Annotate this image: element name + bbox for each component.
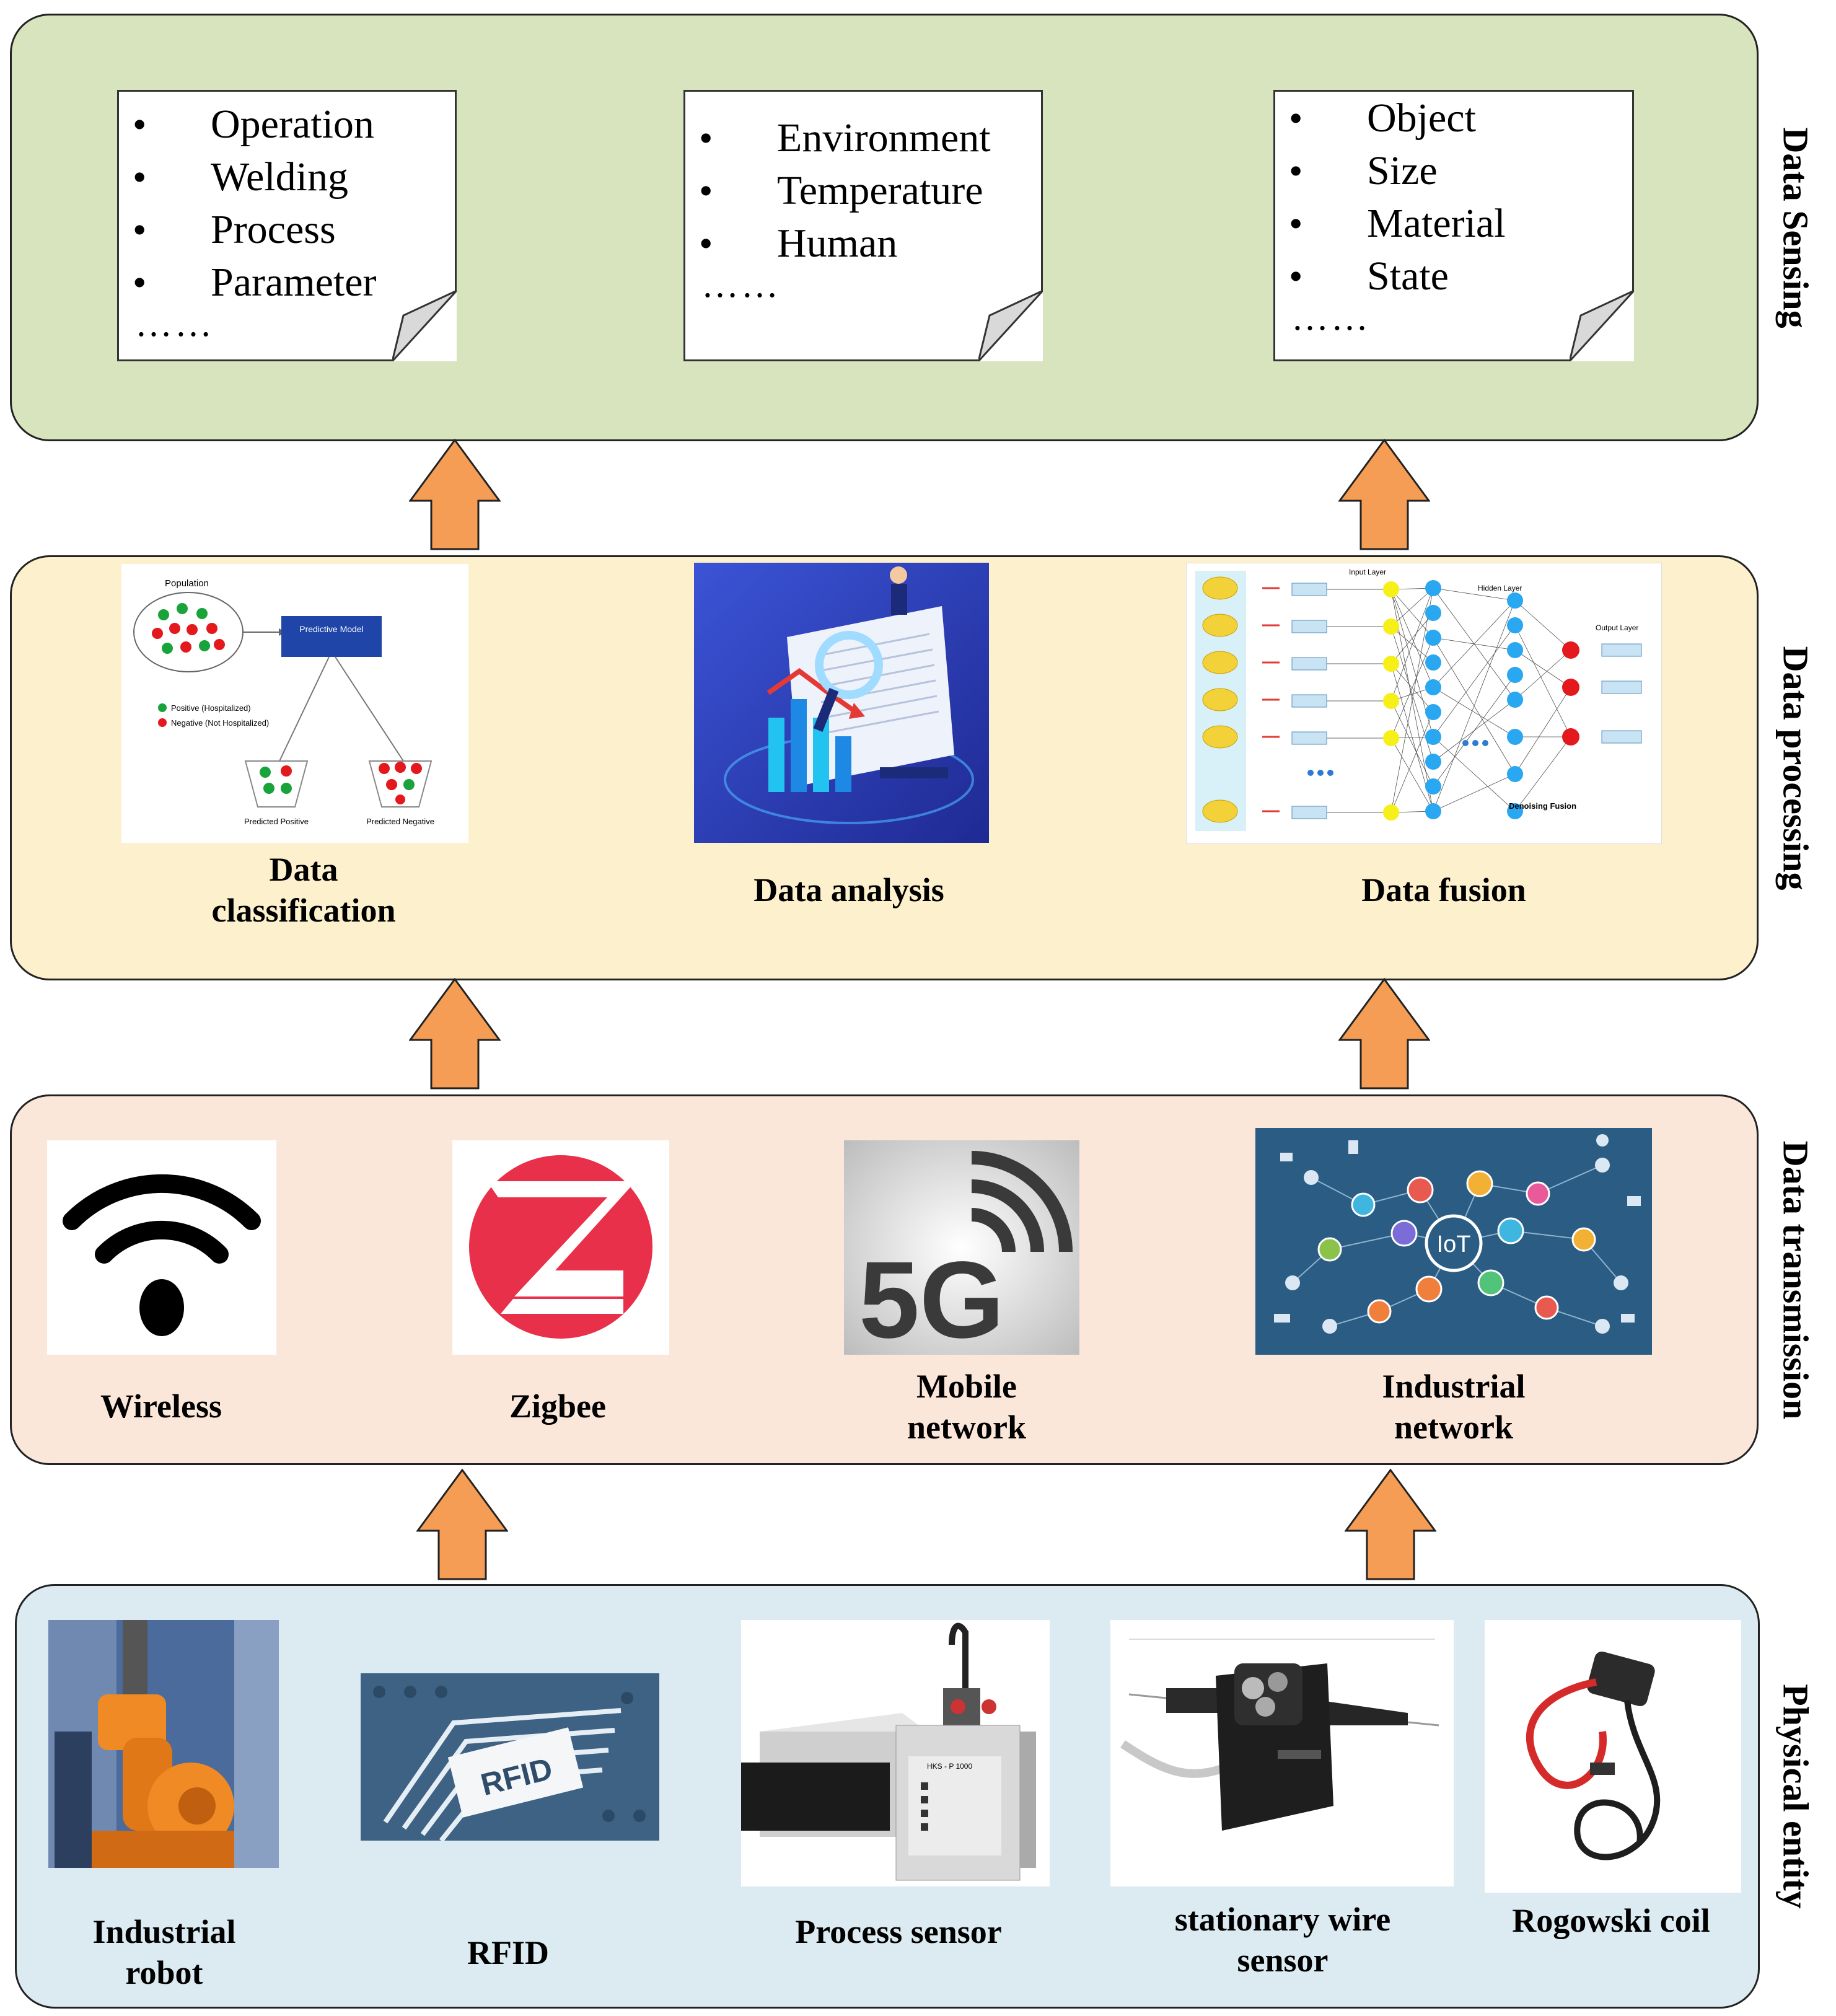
caption-industrial-robot: Industrial robot [92,1913,236,1991]
predicted-positive-label: Predicted Positive [244,817,309,826]
up-arrow-icon [1345,1469,1436,1580]
layer-label-data-processing: Data processing [1775,646,1816,890]
industrial-robot-image [48,1620,279,1868]
up-arrow-icon [409,978,501,1089]
sensing-note-operation: Operation Welding Process Parameter …… [117,90,457,361]
note-item: Material [1275,197,1632,250]
page-fold-icon [1570,291,1634,361]
caption-data-analysis: Data analysis [753,871,944,909]
note-item: State [1275,250,1632,302]
note-item: Human [685,217,1041,270]
caption-industrial-network: Industrial network [1382,1368,1526,1446]
caption-zigbee: Zigbee [509,1388,606,1425]
rfid-tag-image: RFID [361,1673,659,1841]
iot-text: IoT [1437,1231,1471,1257]
caption-data-classification: Data classification [211,851,396,929]
positive-legend: Positive (Hospitalized) [171,703,251,713]
layer-label-data-transmission: Data transmission [1775,1140,1816,1419]
population-label: Population [165,578,209,589]
negative-legend: Negative (Not Hospitalized) [171,718,269,728]
process-sensor-image: HKS - P 1000 [741,1620,1050,1886]
caption-mobile-network: Mobile network [907,1368,1026,1446]
iot-network-icon: IoT [1255,1128,1652,1355]
data-sensing-layer: Operation Welding Process Parameter …… E… [10,14,1759,441]
wifi-icon [47,1140,276,1355]
layer-label-physical-entity: Physical entity [1775,1684,1816,1909]
note-item: Temperature [685,164,1041,217]
5g-text: 5G [859,1239,1004,1355]
caption-process-sensor: Process sensor [795,1913,1002,1950]
neural-network-image: Input Layer Hidden Layer Output Layer De… [1186,563,1662,844]
input-layer-label: Input Layer [1349,568,1386,576]
caption-stationary-wire-sensor: stationary wire sensor [1174,1901,1391,1979]
caption-rogowski-coil: Rogowski coil [1512,1902,1710,1939]
caption-data-fusion: Data fusion [1361,871,1526,909]
sensing-note-environment: Environment Temperature Human …… [683,90,1043,361]
classification-chart-image: Population Predictive Model Positive (Ho… [121,564,468,843]
page-fold-icon [978,291,1043,361]
process-sensor-model-text: HKS - P 1000 [927,1762,972,1771]
note-item: Size [1275,144,1632,197]
predictive-model-label: Predictive Model [299,624,364,634]
zigbee-logo-icon [452,1140,669,1355]
note-item: Parameter [119,256,455,309]
caption-rfid: RFID [467,1934,549,1971]
5g-icon: 5G [844,1140,1079,1355]
analytics-illustration-image [694,563,989,843]
note-ellipsis: …… [135,303,214,344]
predicted-negative-label: Predicted Negative [366,817,434,826]
hidden-layer-label: Hidden Layer [1478,584,1522,592]
note-item: Environment [685,112,1041,164]
rogowski-coil-image [1485,1620,1741,1893]
up-arrow-icon [1338,439,1430,550]
note-ellipsis: …… [1291,297,1371,338]
output-layer-label: Output Layer [1596,623,1638,632]
note-item: Welding [119,151,455,203]
denoising-fusion-label: Denoising Fusion [1509,801,1576,811]
up-arrow-icon [1338,978,1430,1089]
note-ellipsis: …… [701,264,781,305]
wire-sensor-image [1110,1620,1454,1886]
note-item: Operation [119,98,455,151]
up-arrow-icon [409,439,501,550]
note-item: Object [1275,92,1632,144]
sensing-note-object: Object Size Material State …… [1273,90,1634,361]
note-item: Process [119,203,455,256]
caption-wireless: Wireless [100,1388,222,1425]
page-fold-icon [392,291,457,361]
up-arrow-icon [416,1469,508,1580]
layer-label-data-sensing: Data Sensing [1775,127,1816,328]
